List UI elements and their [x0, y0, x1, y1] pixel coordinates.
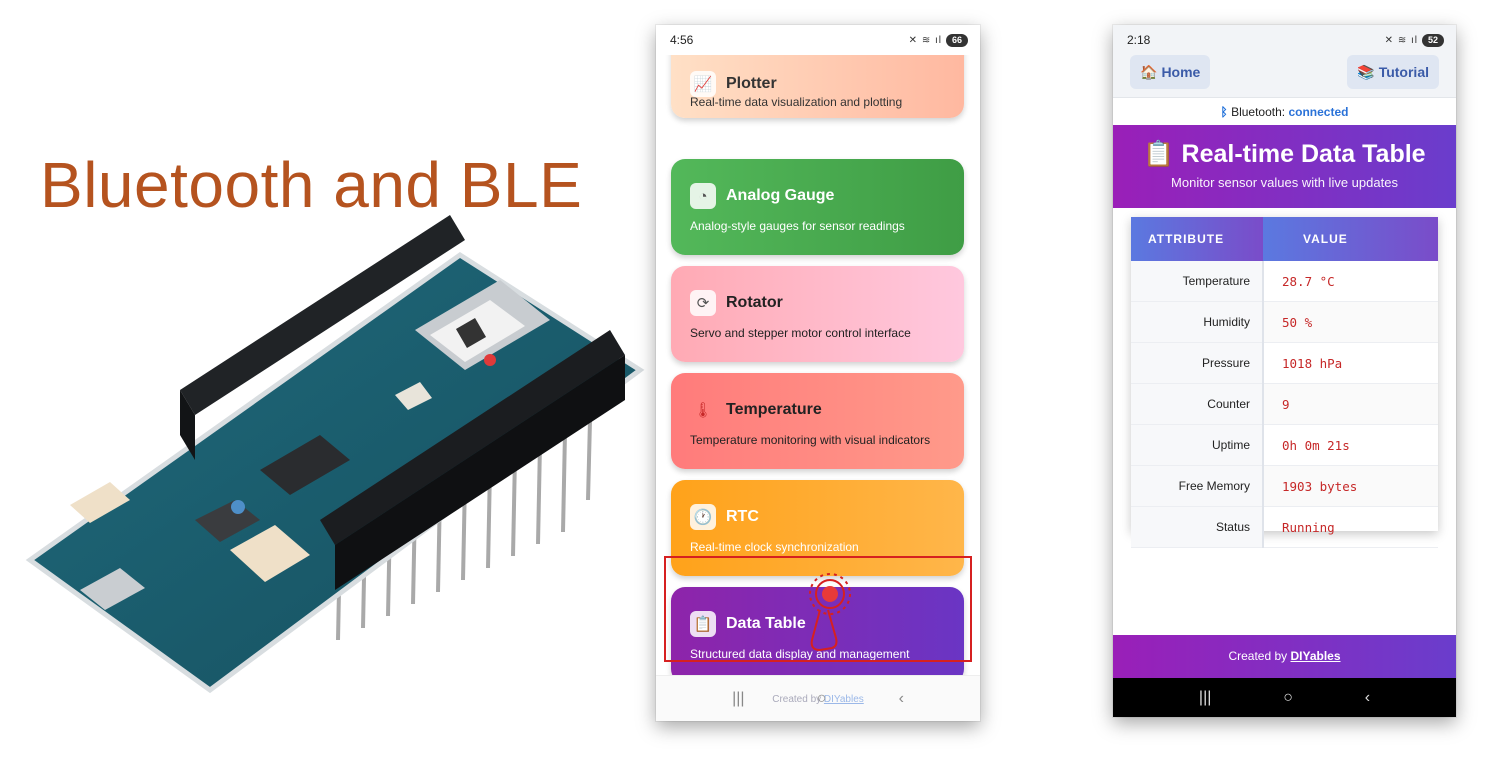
- value-cell: 50 %: [1263, 301, 1438, 343]
- table-row: Free Memory 1903 bytes: [1131, 465, 1438, 507]
- card-rotator[interactable]: ⟳ Rotator Servo and stepper motor contro…: [671, 266, 964, 362]
- bluetooth-label: Bluetooth:: [1231, 105, 1289, 119]
- thermometer-icon: 🌡: [693, 402, 713, 419]
- status-time: 4:56: [670, 33, 694, 47]
- card-plotter[interactable]: 📈 Plotter Real-time data visualization a…: [671, 55, 964, 118]
- card-analog-gauge[interactable]: ◔ Analog Gauge Analog-style gauges for s…: [671, 159, 964, 255]
- arduino-board-image: [20, 210, 660, 720]
- system-nav-bar: ||| ○ ‹: [656, 690, 980, 708]
- page-footer: Created by DIYables ||| ○ ‹: [656, 675, 980, 721]
- gauge-icon: ◔: [690, 183, 716, 209]
- attribute-cell: Counter: [1131, 383, 1264, 425]
- footer-link[interactable]: DIYables: [1290, 649, 1341, 663]
- data-table: ATTRIBUTE VALUE Temperature 28.7 °C Humi…: [1131, 217, 1438, 548]
- bluetooth-state: connected: [1288, 105, 1349, 119]
- footer-link[interactable]: DIYables: [823, 694, 864, 705]
- headline-title: Bluetooth and BLE: [40, 149, 583, 221]
- card-title: Temperature: [726, 401, 822, 418]
- card-description: Structured data display and management: [690, 647, 910, 661]
- bluetooth-icon: ᛒ: [1220, 105, 1228, 119]
- page-title-text: Real-time Data Table: [1181, 140, 1426, 168]
- attribute-cell: Status: [1131, 506, 1264, 548]
- battery-icon: 66: [946, 33, 968, 47]
- column-header-attribute: ATTRIBUTE: [1131, 217, 1263, 261]
- card-title: Analog Gauge: [726, 187, 835, 204]
- card-description: Servo and stepper motor control interfac…: [690, 326, 911, 340]
- table-row: Temperature 28.7 °C: [1131, 261, 1438, 302]
- footer-credit: Created by DIYables: [656, 694, 980, 705]
- card-description: Analog-style gauges for sensor readings: [690, 219, 905, 233]
- signal-icons: ✕ ≋ ıl: [1384, 34, 1418, 46]
- table-row: Status Running: [1131, 506, 1438, 548]
- tutorial-button[interactable]: 📚 Tutorial: [1347, 55, 1439, 89]
- value-cell: 1018 hPa: [1263, 342, 1438, 384]
- card-title: Data Table: [726, 615, 806, 632]
- value-cell: 0h 0m 21s: [1263, 424, 1438, 466]
- recent-apps-icon[interactable]: |||: [732, 690, 745, 707]
- card-temperature[interactable]: 🌡 Temperature Temperature monitoring wit…: [671, 373, 964, 469]
- footer-prefix: Created by: [772, 694, 824, 705]
- back-chevron-icon[interactable]: ‹: [1364, 688, 1371, 706]
- data-table-card: ATTRIBUTE VALUE Temperature 28.7 °C Humi…: [1131, 217, 1438, 548]
- table-row: Humidity 50 %: [1131, 301, 1438, 343]
- battery-icon: 52: [1422, 33, 1444, 47]
- clipboard-icon: 📋: [690, 611, 716, 637]
- table-row: Uptime 0h 0m 21s: [1131, 424, 1438, 466]
- table-row: Counter 9: [1131, 383, 1438, 425]
- books-icon: 📚: [1357, 63, 1375, 80]
- app-card-list[interactable]: 📈 Plotter Real-time data visualization a…: [656, 55, 980, 675]
- attribute-cell: Free Memory: [1131, 465, 1264, 507]
- page-subtitle: Monitor sensor values with live updates: [1171, 175, 1398, 190]
- home-circle-icon[interactable]: ○: [816, 690, 827, 707]
- card-description: Real-time clock synchronization: [690, 540, 859, 554]
- status-time: 2:18: [1127, 33, 1151, 47]
- attribute-cell: Temperature: [1131, 261, 1264, 302]
- card-title: RTC: [726, 508, 759, 525]
- status-bar: 2:18 ✕ ≋ ıl 52: [1113, 25, 1456, 55]
- recent-apps-icon[interactable]: |||: [1198, 688, 1212, 706]
- card-title: Plotter: [726, 75, 777, 92]
- selection-highlight-box: [664, 556, 972, 662]
- value-cell: 1903 bytes: [1263, 465, 1438, 507]
- top-nav-bar: 🏠 Home 📚 Tutorial ᛒ Bluetooth: connected: [1113, 55, 1456, 126]
- home-button-label: Home: [1161, 64, 1201, 80]
- system-nav-bar: ||| ○ ‹: [1113, 678, 1456, 717]
- home-button[interactable]: 🏠 Home: [1130, 55, 1211, 89]
- table-row: Pressure 1018 hPa: [1131, 342, 1438, 384]
- bluetooth-status: ᛒ Bluetooth: connected: [1113, 97, 1456, 126]
- signal-icons: ✕ ≋ ıl: [908, 34, 942, 46]
- column-header-value: VALUE: [1263, 217, 1438, 261]
- house-icon: 🏠: [1140, 63, 1158, 80]
- value-cell: Running: [1263, 506, 1438, 548]
- footer-prefix: Created by: [1228, 649, 1291, 663]
- page-footer: Created by DIYables: [1113, 635, 1456, 678]
- tap-gesture-icon: [809, 573, 851, 652]
- clipboard-icon: 📋: [1143, 140, 1175, 168]
- back-chevron-icon[interactable]: ‹: [898, 690, 904, 707]
- rotate-icon: ⟳: [690, 290, 716, 316]
- attribute-cell: Pressure: [1131, 342, 1264, 384]
- page-header: 📋 Real-time Data Table Monitor sensor va…: [1113, 125, 1456, 208]
- page-title: 📋 Real-time Data Table: [1113, 140, 1456, 169]
- status-bar: 4:56 ✕ ≋ ıl 66: [656, 25, 980, 55]
- phone-menu-screen: 4:56 ✕ ≋ ıl 66 📈 Plotter Real-time data …: [656, 25, 980, 721]
- attribute-cell: Humidity: [1131, 301, 1264, 343]
- card-description: Real-time data visualization and plottin…: [690, 95, 903, 109]
- card-rtc[interactable]: 🕐 RTC Real-time clock synchronization: [671, 480, 964, 576]
- phone-data-table-screen: 2:18 ✕ ≋ ıl 52 🏠 Home 📚 Tutorial ᛒ Bluet…: [1113, 25, 1456, 717]
- attribute-cell: Uptime: [1131, 424, 1264, 466]
- card-title: Rotator: [726, 294, 783, 311]
- tutorial-button-label: Tutorial: [1378, 64, 1429, 80]
- home-circle-icon[interactable]: ○: [1283, 688, 1293, 706]
- value-cell: 28.7 °C: [1263, 261, 1438, 302]
- value-cell: 9: [1263, 383, 1438, 425]
- card-description: Temperature monitoring with visual indic…: [690, 433, 931, 447]
- clock-icon: 🕐: [690, 504, 716, 530]
- chart-icon: 📈: [690, 71, 716, 97]
